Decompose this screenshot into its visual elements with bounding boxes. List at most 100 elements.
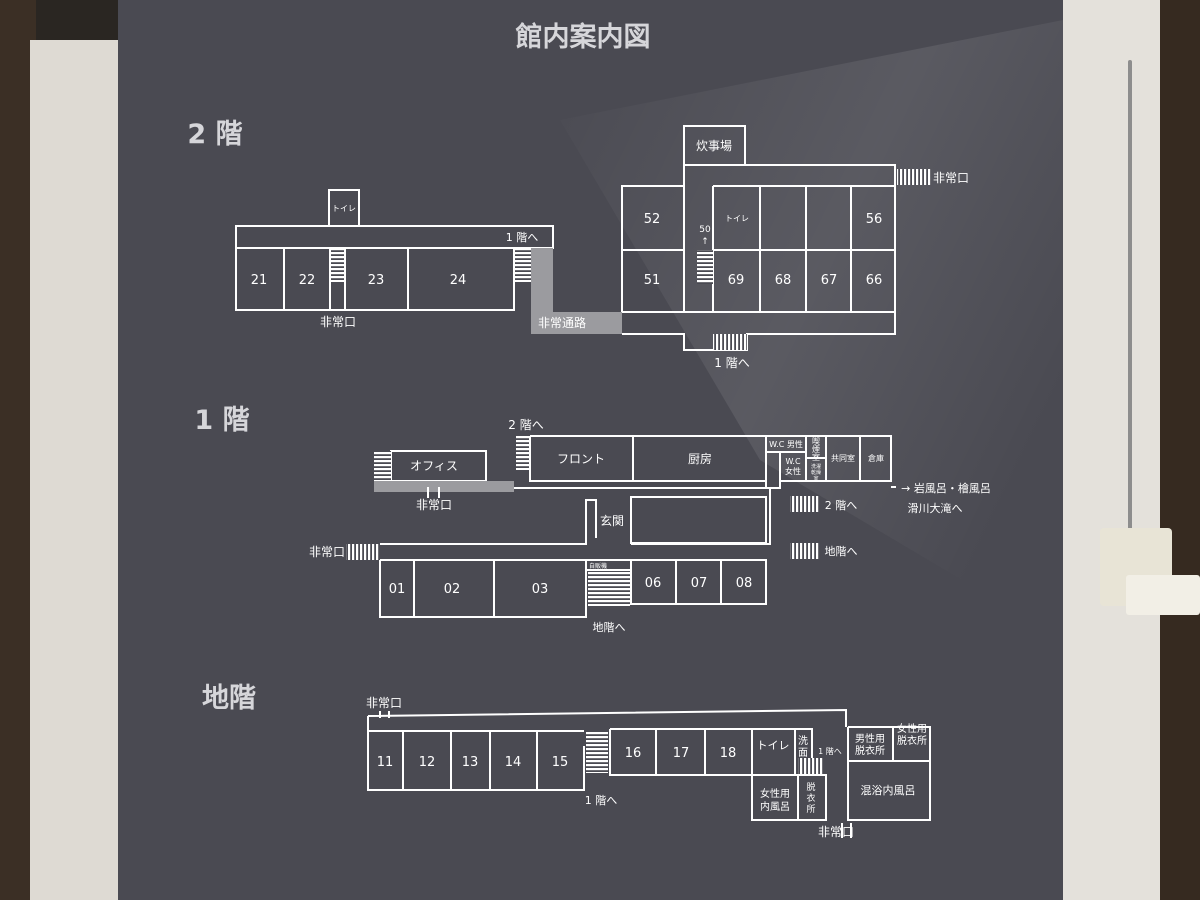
first-stairs-center-a (588, 572, 609, 606)
basement-to-first-right: 1 階へ (818, 746, 842, 756)
first-to-basement-right: 地階へ (825, 544, 858, 558)
laundry-room-label-2: 乾燥 (811, 469, 821, 476)
basement-stairs-center (586, 731, 608, 773)
entrance-label: 玄関 (600, 513, 624, 528)
women-changing-label-1: 女性用 (897, 722, 927, 735)
second-stairs-right (697, 250, 713, 284)
second-to-first-upper: 1 階へ (506, 230, 539, 244)
room-67-label: 67 (821, 273, 838, 288)
mixed-bath-label: 混浴内風呂 (861, 783, 916, 797)
second-to-first-lower: 1 階へ (714, 355, 749, 370)
first-kitchen-label: 厨房 (688, 451, 712, 466)
room-06-label: 06 (645, 576, 662, 591)
first-to-second-top: 2 階へ (508, 417, 543, 432)
first-emergency-stairs-left (346, 544, 380, 560)
second-stairs-mid (515, 248, 531, 282)
first-floor-label: 1 階 (194, 405, 249, 436)
common-room-label: 共同室 (831, 453, 855, 463)
room-69-label: 69 (728, 273, 745, 288)
emergency-passage (531, 248, 622, 334)
women-changing-label-2: 脱衣所 (897, 734, 927, 747)
second-emergency-bottom-label: 非常口 (320, 315, 356, 329)
room-68-label: 68 (775, 273, 792, 288)
outlet-plug (1126, 575, 1200, 615)
second-floor-plan: 2 階 トイレ 1 階へ 21 22 23 24 非常口 非常通路 (187, 119, 969, 370)
first-lower-corridor (380, 499, 597, 545)
first-center-room (630, 496, 767, 544)
room-12-label: 12 (419, 755, 436, 770)
basement-left-outline (367, 716, 585, 791)
room-56-label: 56 (866, 212, 883, 227)
room-24-label: 24 (450, 273, 467, 288)
men-changing-label-1: 男性用 (855, 732, 885, 745)
electric-cable (1128, 60, 1132, 540)
office-label: オフィス (410, 459, 458, 473)
wash-label-2: 面 (798, 748, 808, 759)
room-01-label: 01 (389, 582, 406, 597)
room-16-label: 16 (625, 746, 642, 761)
room-50-label: 50 (699, 225, 711, 235)
basement-bath-block (751, 728, 827, 821)
men-changing-label-2: 脱衣所 (855, 744, 885, 757)
first-stairs-top (516, 436, 530, 470)
wash-label-1: 洗 (798, 735, 808, 747)
second-kitchen-label: 炊事場 (696, 139, 732, 153)
basement-top-corridor (367, 708, 847, 727)
room-07-label: 07 (691, 576, 708, 591)
basement-floor-plan: 地階 非常口 11 12 13 14 15 1 階へ 16 17 18 (202, 683, 931, 839)
wc-female-label-1: W.C (785, 457, 801, 466)
wooden-wall-right (1160, 0, 1200, 900)
room-15-label: 15 (552, 755, 569, 770)
vending-label: 自販機 (589, 562, 607, 570)
first-front-block (529, 435, 892, 489)
room-08-label: 08 (736, 576, 753, 591)
first-grey-corridor (374, 451, 514, 492)
first-stairs-center-b (609, 572, 630, 606)
changing-room-label-2: 衣 (806, 792, 815, 804)
smoking-room-label-1: 喫 (812, 436, 820, 446)
room-66-label: 66 (866, 273, 883, 288)
storage-label: 倉庫 (868, 453, 884, 463)
first-bottom-left-block (379, 559, 587, 618)
basement-toilet-label: トイレ (757, 739, 790, 752)
wc-female-label-2: 女性 (785, 466, 801, 476)
room-23-label: 23 (368, 273, 385, 288)
changing-room-label-3: 所 (806, 804, 815, 815)
second-emergency-right-label: 非常口 (933, 171, 969, 185)
emergency-passage-label: 非常通路 (538, 315, 586, 330)
laundry-room-label-1: 洗濯 (811, 463, 821, 470)
first-stairs-office (374, 451, 391, 481)
room-22 (283, 247, 331, 311)
frame-left (30, 40, 130, 900)
to-waterfall-label: 滑川大滝へ (908, 501, 963, 515)
second-stairs-left (331, 248, 345, 282)
second-toilet-left-label: トイレ (332, 204, 356, 213)
front-desk-label: フロント (557, 452, 605, 466)
room-14-label: 14 (505, 755, 522, 770)
room-13-label: 13 (462, 755, 479, 770)
women-bath-label-1: 女性用 (760, 787, 790, 800)
room-24 (407, 247, 515, 311)
basement-stairs-to-first-right (798, 758, 824, 774)
room-11-label: 11 (377, 755, 394, 770)
changing-room-label-1: 脱 (806, 781, 815, 793)
basement-floor-label: 地階 (202, 683, 256, 714)
first-stairs-to-second-right (790, 496, 820, 512)
smoking-room-label-3: 室 (812, 452, 820, 462)
room-50-arrow: ↑ (701, 237, 709, 247)
to-rock-bath-label: → 岩風呂・檜風呂 (901, 481, 991, 495)
smoking-room-label-2: 煙 (812, 445, 820, 454)
board-title: 館内案内図 (516, 21, 651, 53)
first-emergency-bottom-label: 非常口 (416, 498, 452, 512)
second-floor-label: 2 階 (187, 119, 242, 150)
room-21-label: 21 (251, 273, 268, 288)
women-bath-label-2: 内風呂 (760, 800, 790, 813)
basement-large-bath-block (847, 726, 931, 821)
laundry-room-label-3: 室 (813, 475, 818, 482)
first-stairs-to-basement-right (790, 543, 820, 559)
first-to-second-right: 2 階へ (825, 498, 858, 512)
room-17-label: 17 (673, 746, 690, 761)
room-22-label: 22 (299, 273, 316, 288)
